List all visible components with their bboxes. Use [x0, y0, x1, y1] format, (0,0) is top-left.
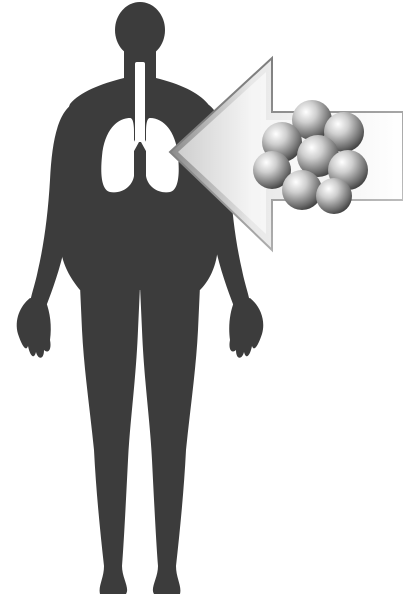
left-hand — [17, 298, 51, 358]
head — [115, 2, 165, 58]
particle — [282, 170, 322, 210]
left-leg — [80, 286, 140, 594]
trachea — [135, 62, 145, 142]
particle — [316, 178, 352, 214]
right-leg — [140, 286, 200, 594]
right-hand — [229, 298, 263, 358]
